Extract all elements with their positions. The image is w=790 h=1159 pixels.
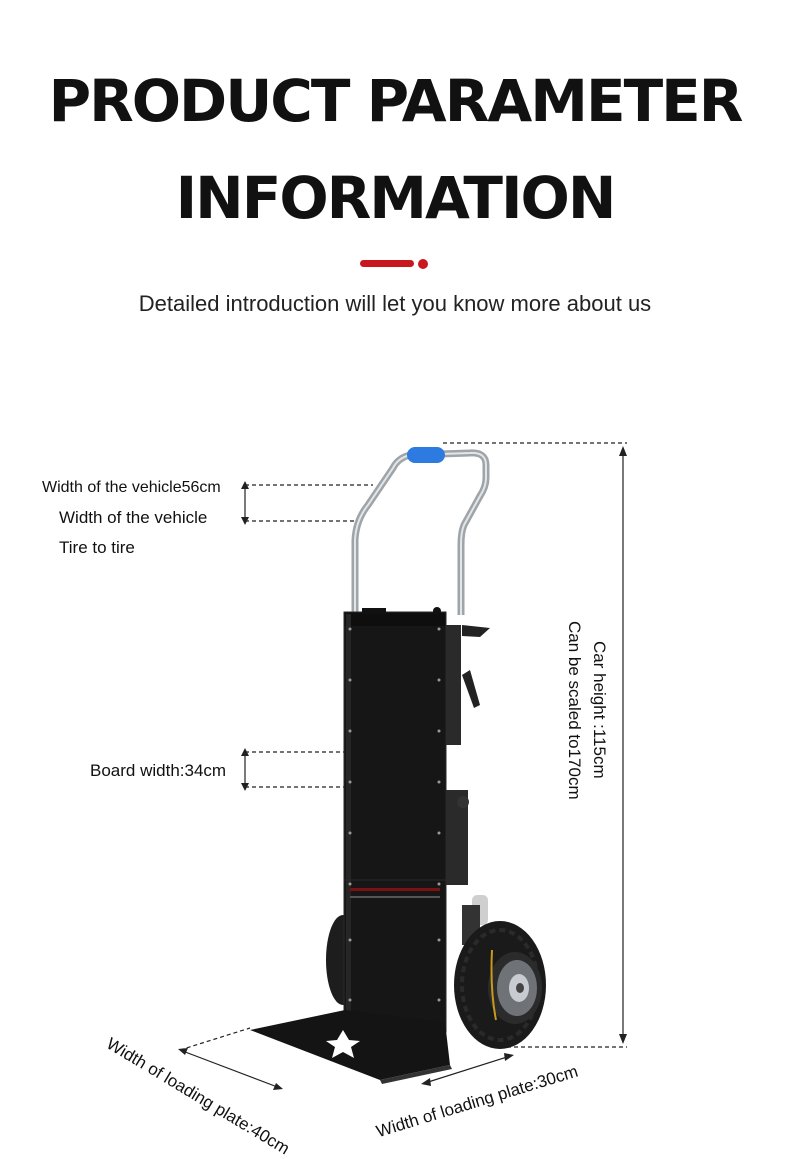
trolley-handle <box>351 447 490 615</box>
plate-40-arrow <box>179 1049 281 1089</box>
dimension-arrowheads <box>178 446 627 1090</box>
main-board <box>343 607 447 1033</box>
scalable-height-label: Can be scaled to170cm <box>565 621 584 800</box>
plate-40-guide <box>179 1027 251 1051</box>
page-title-line-1: PRODUCT PARAMETER <box>48 67 744 135</box>
star-logo <box>326 1030 360 1058</box>
accent-divider-dot <box>418 259 428 269</box>
handle-grip <box>407 447 445 463</box>
front-wheel <box>454 921 546 1049</box>
plate-30-arrow <box>424 1055 511 1084</box>
loading-plate <box>250 1010 452 1084</box>
knob-icon <box>462 625 490 637</box>
vehicle-width-label: Width of the vehicle56cm <box>42 479 221 496</box>
side-mechanism <box>445 625 490 945</box>
board-width-label: Board width:34cm <box>90 761 227 780</box>
page-title-line-2: INFORMATION <box>175 164 617 232</box>
tire-to-tire-label: Tire to tire <box>59 538 135 557</box>
page-subtitle: Detailed introduction will let you know … <box>138 291 652 316</box>
vehicle-width-caption: Width of the vehicle <box>59 508 208 527</box>
lever-icon <box>462 670 480 708</box>
warning-strip <box>350 888 440 891</box>
accent-divider-bar <box>360 260 414 267</box>
board-rivets <box>348 627 441 1002</box>
car-height-label: Car height :115cm <box>590 641 609 779</box>
